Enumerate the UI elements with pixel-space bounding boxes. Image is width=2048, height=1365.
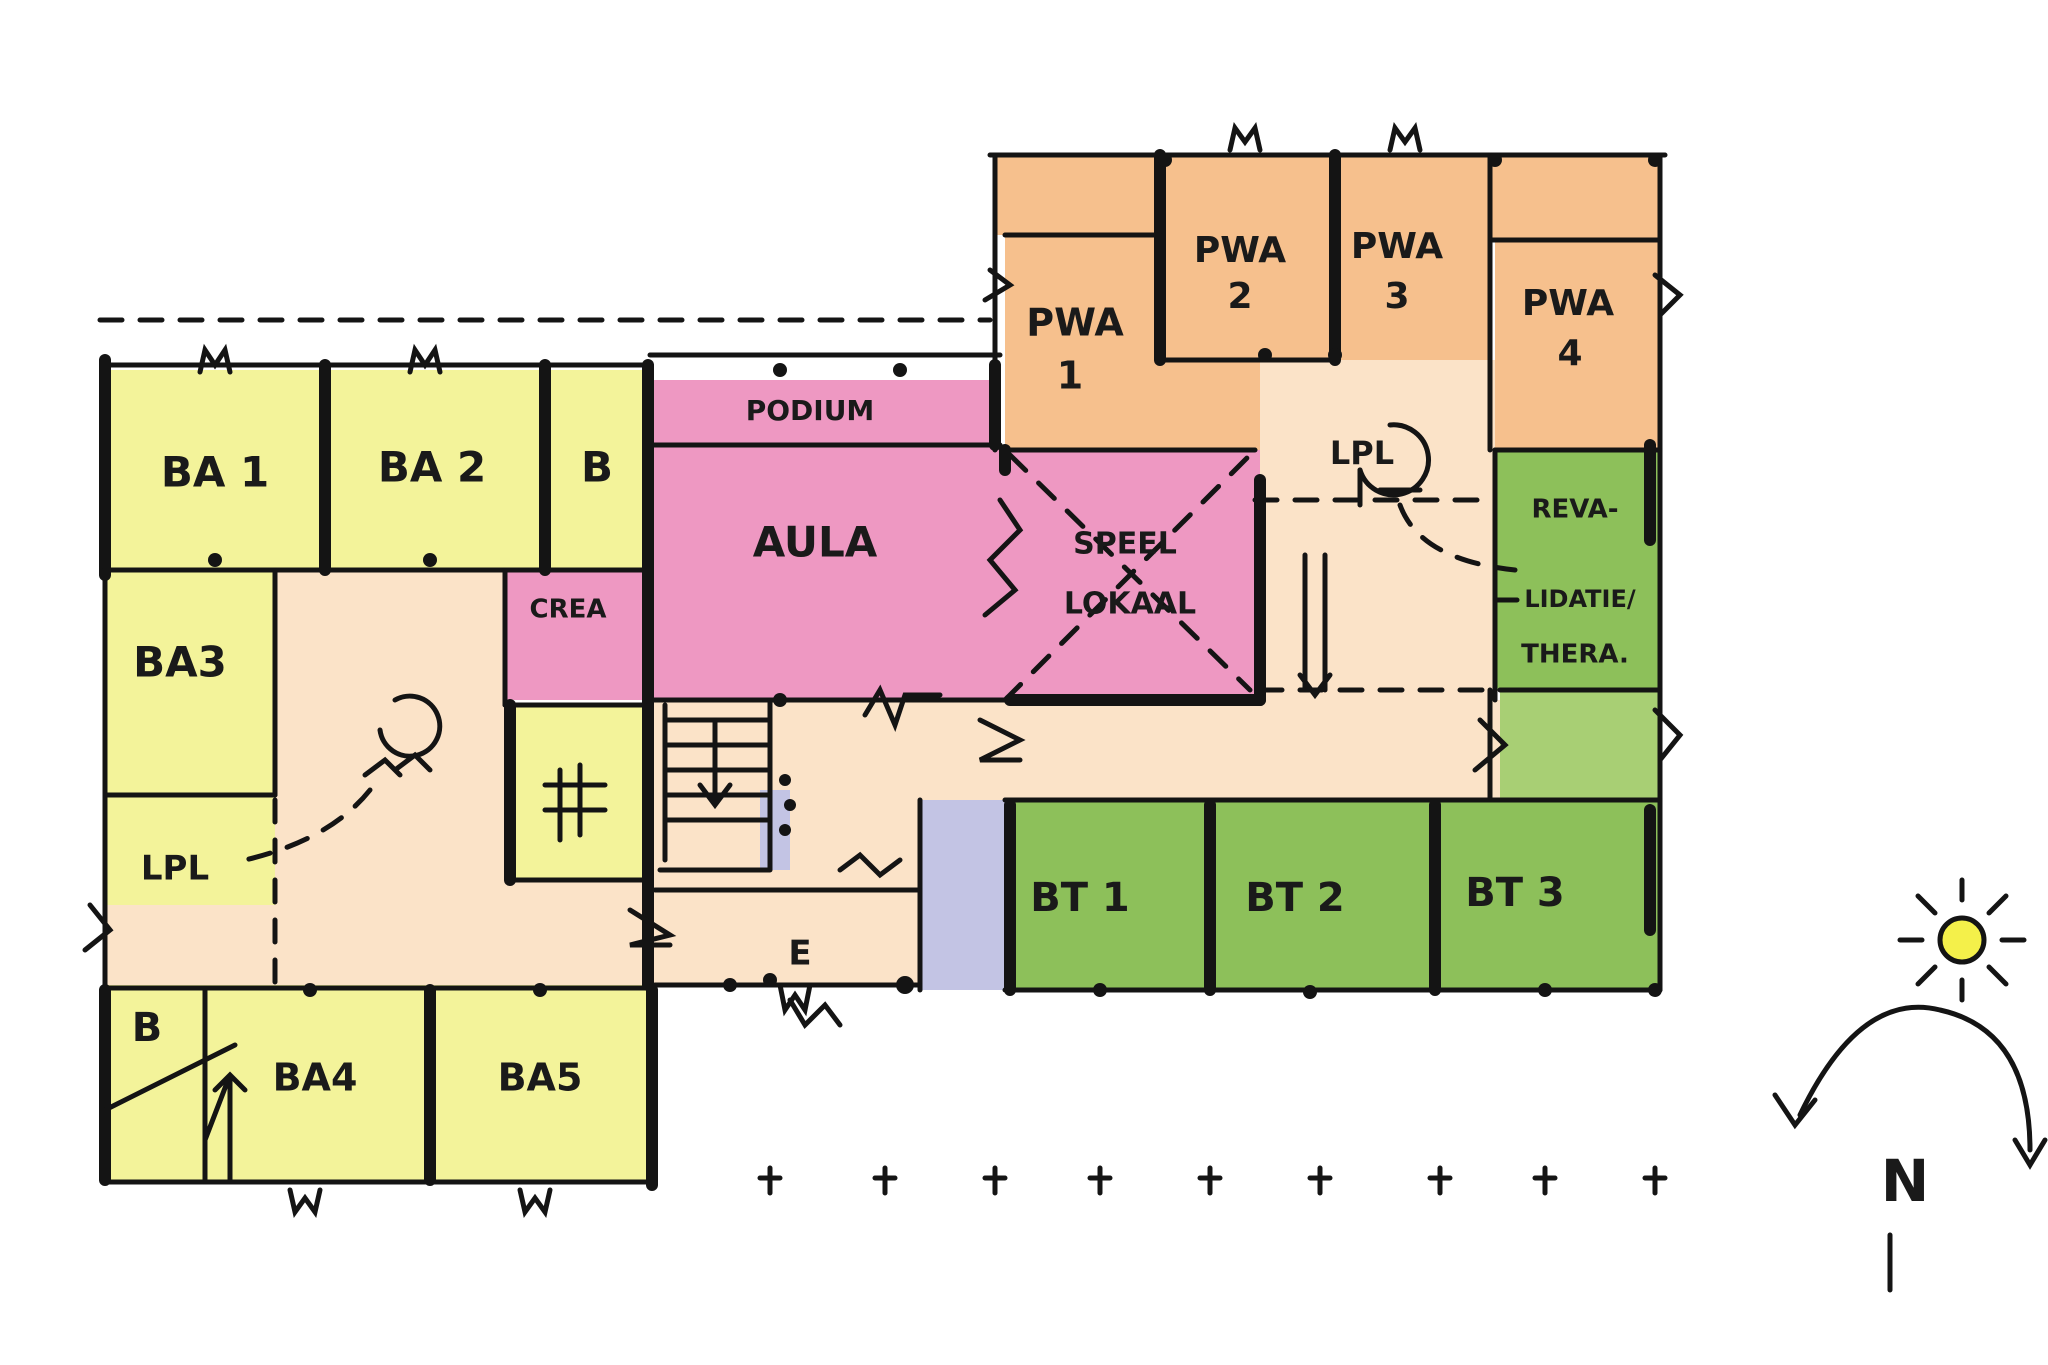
- room-ba4: [205, 985, 430, 1180]
- hall-east: [1260, 360, 1495, 700]
- room-b-top: [545, 370, 645, 570]
- room-podium: [650, 380, 995, 445]
- room-bt2: [1210, 800, 1435, 990]
- room-ba1: [105, 370, 325, 570]
- label-reva-3: THERA.: [1521, 640, 1629, 670]
- column-dots: [208, 153, 1662, 999]
- label-speel-1: SPEEL: [1073, 527, 1177, 562]
- room-bt1: [1010, 800, 1210, 990]
- label-ba2: BA 2: [378, 443, 486, 492]
- label-pwa3-1: PWA: [1351, 226, 1443, 267]
- label-speel-2: LOKAAL: [1064, 587, 1196, 622]
- room-pwa4: [1495, 240, 1660, 450]
- hall-east-corridor: [1010, 700, 1500, 800]
- room-blue-lift: [920, 800, 1010, 990]
- room-orange-top-right: [1490, 155, 1660, 240]
- label-entrance: E: [788, 934, 811, 974]
- room-lpl-left: [105, 795, 275, 905]
- label-podium: PODIUM: [746, 394, 875, 427]
- dashed-lines: [97, 317, 1533, 993]
- tree-row: [757, 1165, 1668, 1196]
- label-bt1: BT 1: [1030, 875, 1130, 921]
- room-labels: BA 1 BA 2 B BA3 LPL B BA4 BA5 CREA PODIU…: [132, 226, 1636, 1100]
- sun-icon: [1897, 877, 2027, 1003]
- hall-west-strip: [105, 905, 275, 985]
- label-reva-1: REVA-: [1531, 495, 1618, 525]
- room-crea: [505, 570, 645, 700]
- label-pwa4-1: PWA: [1522, 283, 1614, 324]
- label-b-bottom: B: [132, 1005, 163, 1051]
- speellokaal-cross: [1002, 447, 1258, 703]
- label-ba4: BA4: [273, 1056, 358, 1100]
- label-bt3: BT 3: [1465, 870, 1565, 916]
- label-pwa2-1: PWA: [1194, 230, 1286, 271]
- north-label: N: [1881, 1147, 1930, 1215]
- window-marks: [197, 122, 1423, 1218]
- room-fills: [105, 155, 1660, 1180]
- label-bt2: BT 2: [1245, 875, 1345, 921]
- label-pwa1-2: 1: [1057, 354, 1083, 398]
- door-symbols: [82, 267, 1684, 1183]
- room-ba3: [105, 570, 275, 795]
- compass-arrow: [1772, 1004, 2048, 1170]
- label-lpl-left: LPL: [141, 849, 209, 889]
- room-revalidatie: [1495, 450, 1660, 690]
- label-pwa3-2: 3: [1384, 276, 1409, 317]
- room-pwa2: [1165, 155, 1335, 360]
- label-ba3: BA3: [133, 638, 227, 687]
- label-lpl-right: LPL: [1330, 434, 1394, 472]
- label-ba5: BA5: [498, 1056, 583, 1100]
- room-bt3: [1435, 800, 1660, 990]
- room-green-small: [1500, 690, 1660, 800]
- room-pwa3: [1335, 155, 1490, 360]
- label-aula: AULA: [753, 518, 878, 567]
- label-b-top: B: [581, 443, 613, 492]
- room-aula: [650, 445, 1005, 700]
- walls-thick: [99, 149, 1656, 1191]
- room-orange-top-left: [995, 155, 1165, 235]
- label-crea: CREA: [530, 595, 607, 625]
- label-pwa2-2: 2: [1227, 276, 1252, 317]
- stairs: [657, 697, 773, 873]
- circulation-symbols: [242, 422, 1518, 863]
- grid-symbol: [542, 762, 608, 843]
- label-ba1: BA 1: [161, 448, 269, 497]
- label-pwa1-1: PWA: [1026, 301, 1124, 345]
- room-ba2: [325, 370, 545, 570]
- label-reva-2: LIDATIE/: [1524, 585, 1636, 613]
- room-ba5: [430, 985, 650, 1180]
- label-pwa4-2: 4: [1557, 333, 1582, 374]
